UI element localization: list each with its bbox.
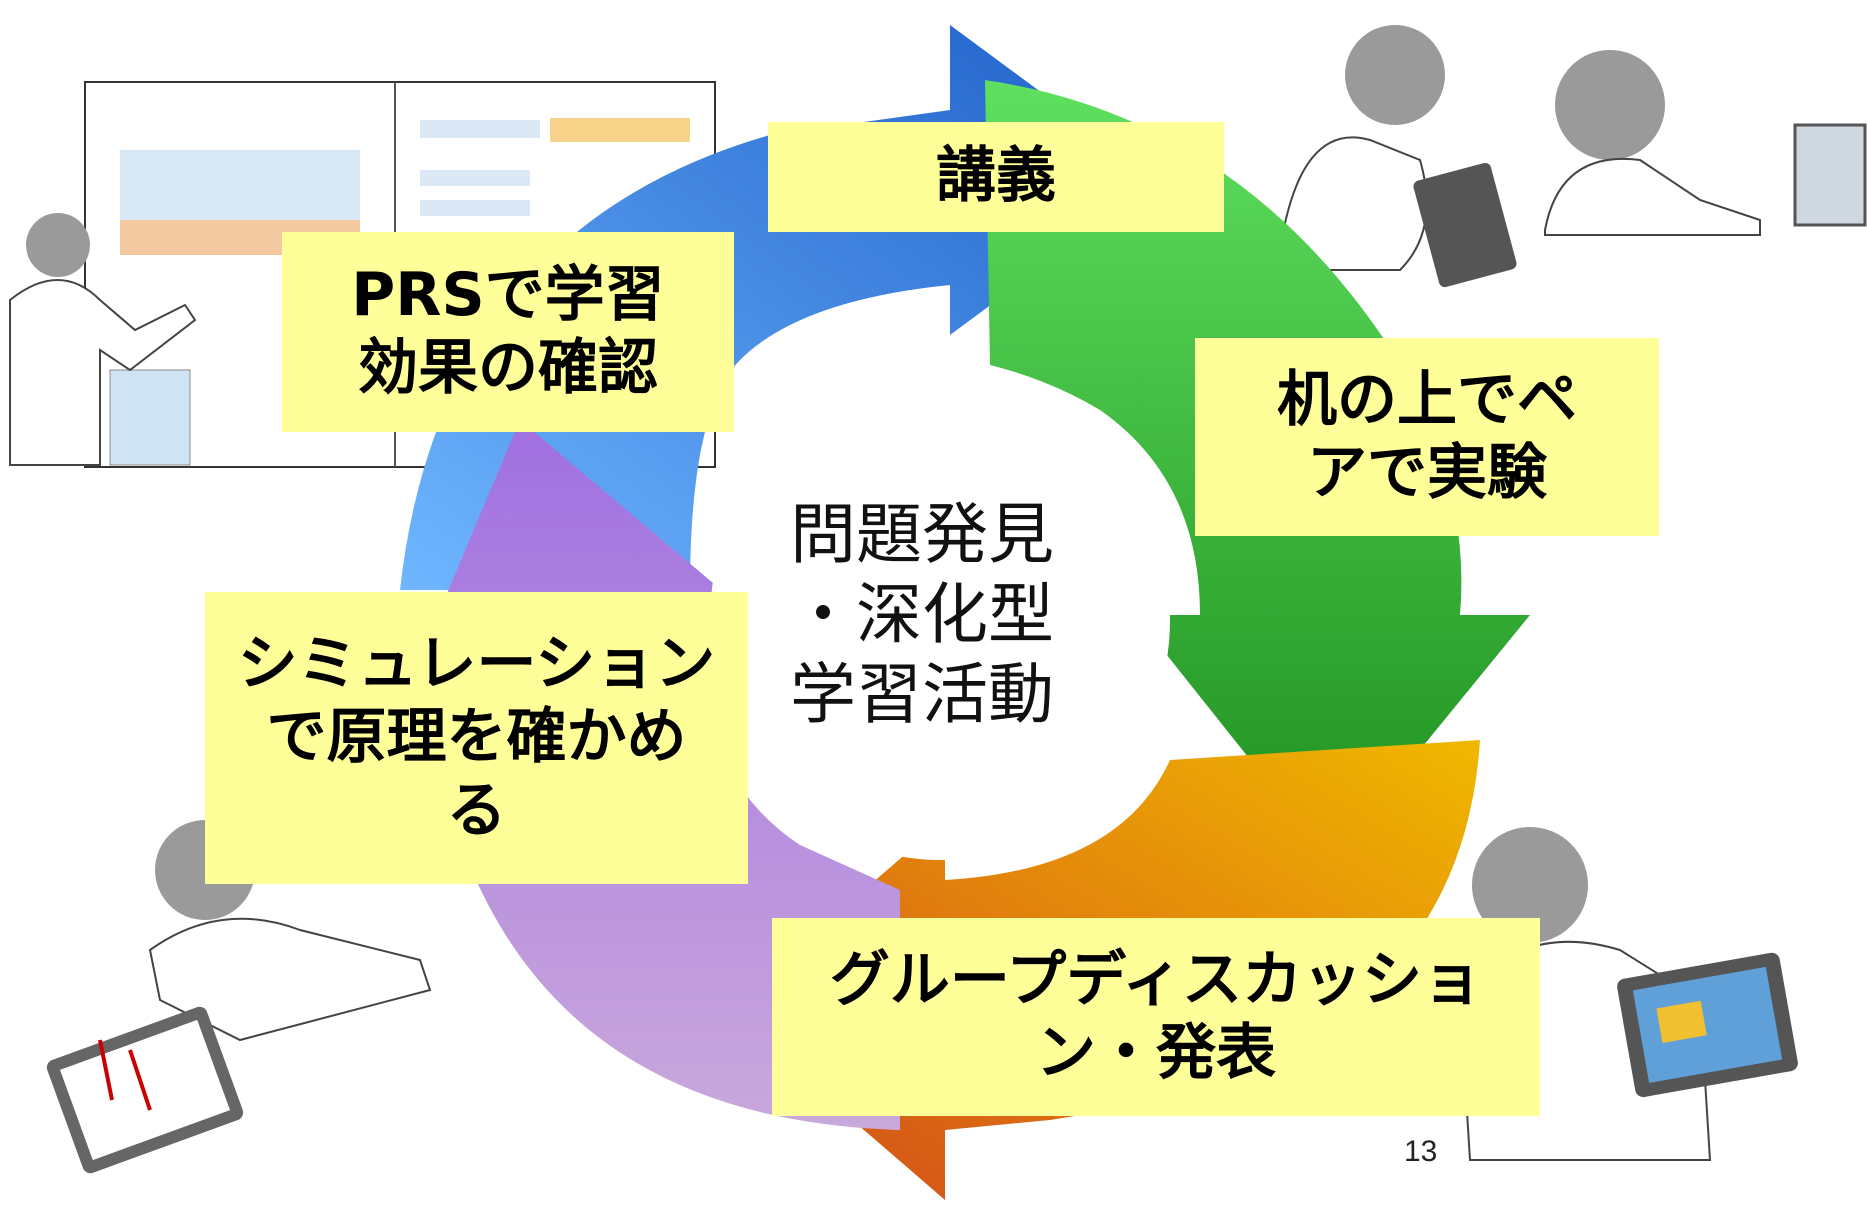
student-writing-tablet-icon (46, 820, 432, 1174)
page-number: 13 (1404, 1135, 1438, 1168)
label-simulation: シミュレーション で原理を確かめ る (205, 592, 748, 884)
label-pair-experiment: 机の上でペ アで実験 (1195, 338, 1659, 536)
students-tablet-laptop-icon (1278, 25, 1867, 288)
center-text: 問題発見 ・深化型 学習活動 (790, 496, 1054, 733)
center-hole (710, 380, 1170, 860)
label-prs-check: PRSで学習 効果の確認 (282, 232, 734, 432)
label-lecture: 講義 (768, 122, 1224, 232)
label-group-discussion: グループディスカッショ ン・発表 (772, 918, 1540, 1116)
